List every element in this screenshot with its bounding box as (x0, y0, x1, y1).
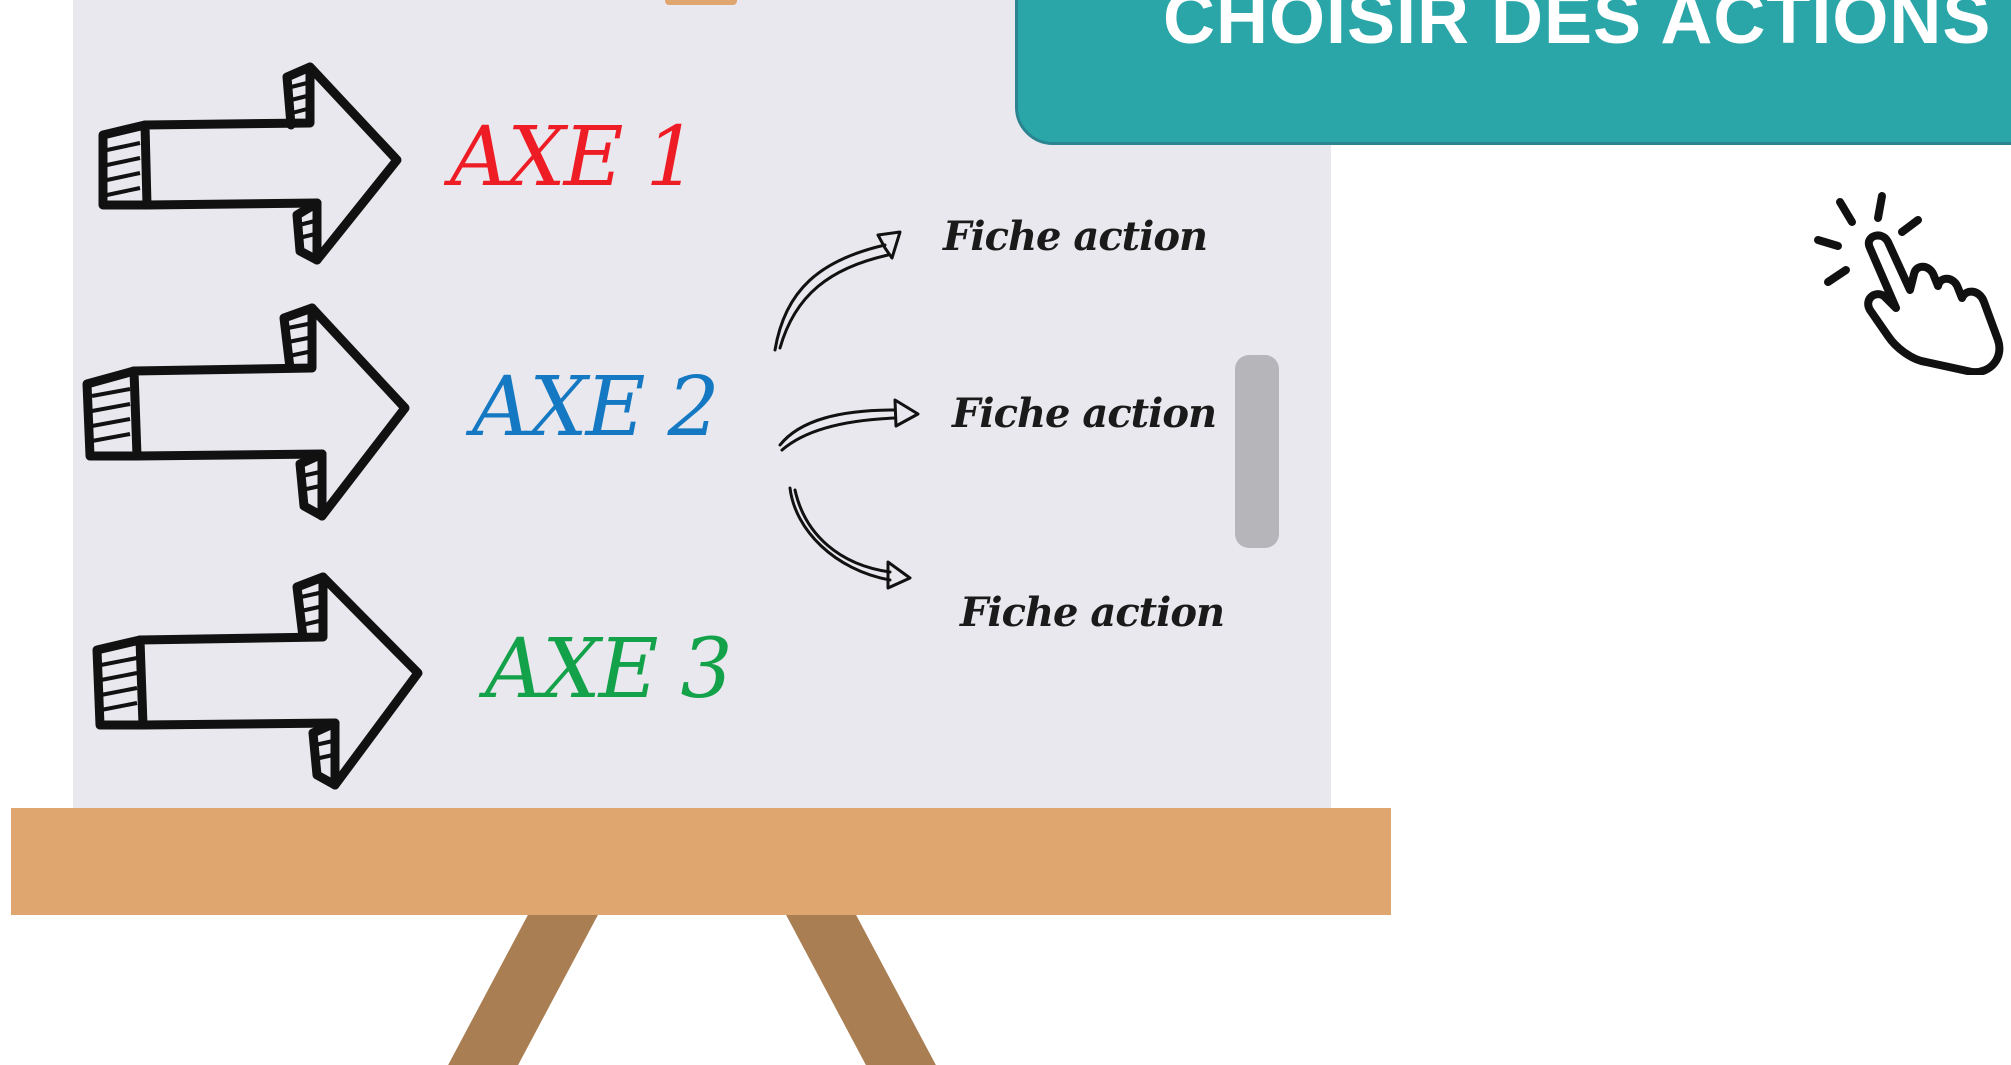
axis-label-2: AXE 2 (472, 360, 720, 455)
easel-shelf (11, 808, 1391, 915)
axis-label-1: AXE 1 (450, 110, 698, 205)
curved-arrow-icon (773, 230, 920, 590)
easel-leg-left (448, 915, 598, 1065)
scrollbar-thumb[interactable] (1235, 355, 1279, 548)
banner-title: CHOISIR DES ACTIONS (1163, 0, 1992, 59)
axis-label-3: AXE 3 (485, 622, 733, 717)
easel-leg-right (786, 915, 936, 1065)
hand-drawn-arrow-icon (98, 62, 402, 265)
title-banner (1015, 0, 2011, 145)
fiche-action-label-1[interactable]: Fiche action (943, 213, 1208, 260)
pointing-hand-icon[interactable] (1800, 190, 2010, 375)
hand-drawn-arrow-icon (92, 572, 423, 790)
fiche-action-label-3[interactable]: Fiche action (960, 589, 1225, 636)
easel-top-clip (665, 0, 737, 5)
fiche-action-label-2[interactable]: Fiche action (952, 390, 1217, 437)
hand-drawn-arrow-icon (82, 303, 410, 521)
